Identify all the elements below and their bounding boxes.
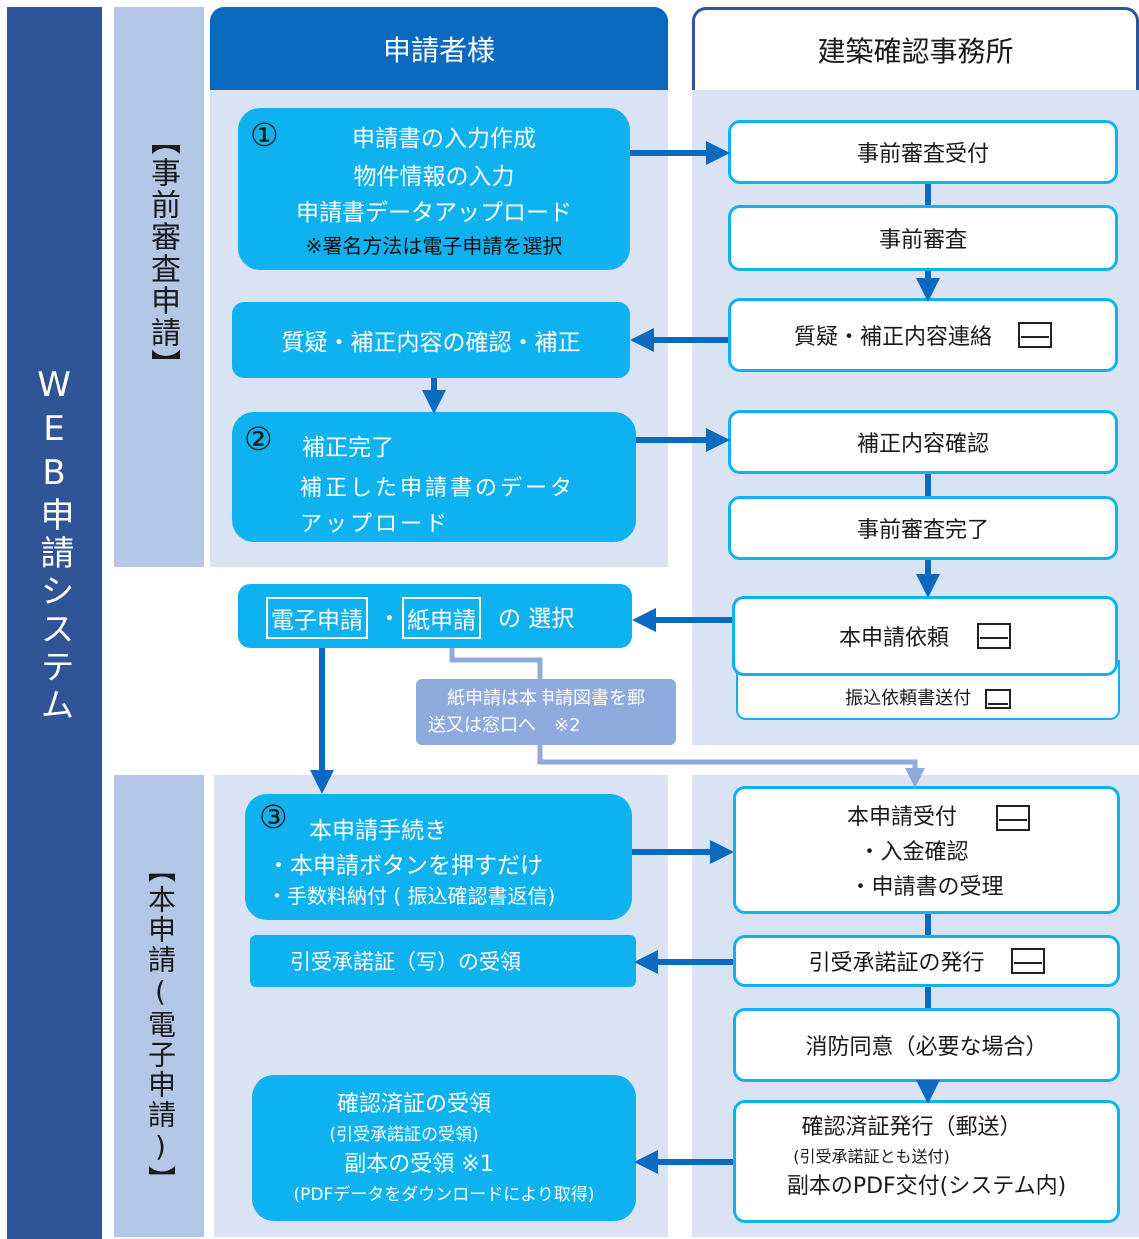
step1-line2: 物件情報の入力: [353, 164, 515, 190]
system-bar: [7, 7, 102, 1239]
qa-confirm-label: 質疑・補正内容の確認・補正: [281, 330, 581, 356]
step2-number: ②: [244, 420, 273, 458]
final-line1: 確認済証の受領: [336, 1092, 491, 1117]
step1-line3: 申請書データアップロード: [296, 200, 572, 226]
final-line2: (引受承諾証の受領): [329, 1125, 479, 1145]
main-request-label: 本申請依頼: [838, 626, 949, 651]
step3-line2: ・手数料納付 ( 振込確認書返信): [267, 884, 556, 908]
pre-receipt-box: 事前審査受付: [728, 120, 1118, 184]
step2-line2: アップロード: [300, 512, 451, 537]
phase1-band: [114, 7, 204, 567]
header-office: 建築確認事務所: [692, 7, 1139, 90]
receive-cert-copy-box: 引受承諾証（写）の受領: [250, 935, 636, 987]
issue-cert-label: 引受承諾証の発行: [808, 951, 985, 976]
final-receive-box: 確認済証の受領 (引受承諾証の受領) 副本の受領 ※1 (PDFデータをダウンロ…: [252, 1075, 636, 1221]
qa-contact-box: 質疑・補正内容連絡: [728, 298, 1118, 372]
correction-check-box: 補正内容確認: [728, 410, 1118, 474]
final-issue-line1: 確認済証発行（郵送）: [801, 1115, 1022, 1140]
mail-icon: [977, 623, 1011, 649]
pre-complete-box: 事前審査完了: [728, 496, 1118, 560]
select-suffix: の 選択: [498, 606, 575, 632]
phase2-band: [114, 775, 204, 1237]
final-line4: (PDFデータをダウンロードにより取得): [293, 1185, 595, 1205]
pre-review-box: 事前審査: [728, 205, 1118, 271]
qa-confirm-box: 質疑・補正内容の確認・補正: [232, 302, 630, 378]
step3-title: 本申請手続き: [309, 818, 447, 844]
fire-consent-box: 消防同意（必要な場合）: [733, 1008, 1120, 1082]
paper-note-line2: 送又は窓口へ ※2: [428, 715, 581, 736]
mail-icon: [996, 805, 1030, 831]
selection-box: 電子申請 ・ 紙申請 の 選択: [238, 584, 632, 648]
paper-note-line1: 紙申請は本申請図書を郵: [447, 688, 645, 709]
phase1-label: 【事前審査申請】: [145, 125, 180, 381]
step1-box: ① 申請書の入力作成 物件情報の入力 申請書データアップロード ※署名方法は電子…: [238, 108, 630, 270]
system-label: WEB申請システム: [34, 365, 74, 725]
final-issue-line3: 副本のPDF交付(システム内): [786, 1174, 1067, 1199]
select-paper[interactable]: 紙申請: [402, 597, 481, 639]
step1-number: ①: [250, 116, 279, 154]
step1-note: ※署名方法は電子申請を選択: [305, 234, 563, 258]
mail-icon: [1010, 948, 1045, 974]
step3-box: ③ 本申請手続き ・本申請ボタンを押すだけ ・手数料納付 ( 振込確認書返信): [245, 794, 632, 920]
main-receipt-line3: ・申請書の受理: [849, 875, 1004, 900]
main-receipt-box: 本申請受付 ・入金確認 ・申請書の受理: [733, 786, 1120, 914]
transfer-request-label: 振込依頼書送付: [845, 688, 972, 709]
main-receipt-title: 本申請受付: [846, 805, 957, 830]
paper-note-box: 紙申請は本申請図書を郵 送又は窓口へ ※2: [416, 679, 676, 745]
select-electronic[interactable]: 電子申請: [266, 597, 368, 639]
select-dot: ・: [378, 606, 401, 632]
final-issue-box: 確認済証発行（郵送） (引受承諾証とも送付) 副本のPDF交付(システム内): [733, 1100, 1120, 1223]
mail-icon: [1018, 322, 1052, 348]
step3-number: ③: [259, 798, 288, 836]
receive-cert-copy-label: 引受承諾証（写）の受領: [290, 950, 521, 974]
step2-title: 補正完了: [302, 435, 394, 461]
step2-line1: 補正した申請書のデータ: [300, 476, 576, 501]
header-applicant: 申請者様: [210, 7, 668, 90]
issue-cert-box: 引受承諾証の発行: [733, 935, 1120, 987]
phase2-label: 【本申請(電子申請)】: [144, 855, 177, 1195]
mail-icon: [984, 689, 1011, 709]
qa-contact-label: 質疑・補正内容連絡: [793, 325, 992, 350]
final-issue-line2: (引受承諾証とも送付): [793, 1147, 950, 1166]
main-receipt-line2: ・入金確認: [858, 840, 969, 865]
final-line3: 副本の受領 ※1: [344, 1152, 494, 1177]
main-request-box: 本申請依頼: [732, 596, 1118, 676]
step1-line1: 申請書の入力作成: [352, 126, 536, 152]
step2-box: ② 補正完了 補正した申請書のデータ アップロード: [232, 412, 636, 542]
step3-line1: ・本申請ボタンを押すだけ: [267, 853, 543, 879]
